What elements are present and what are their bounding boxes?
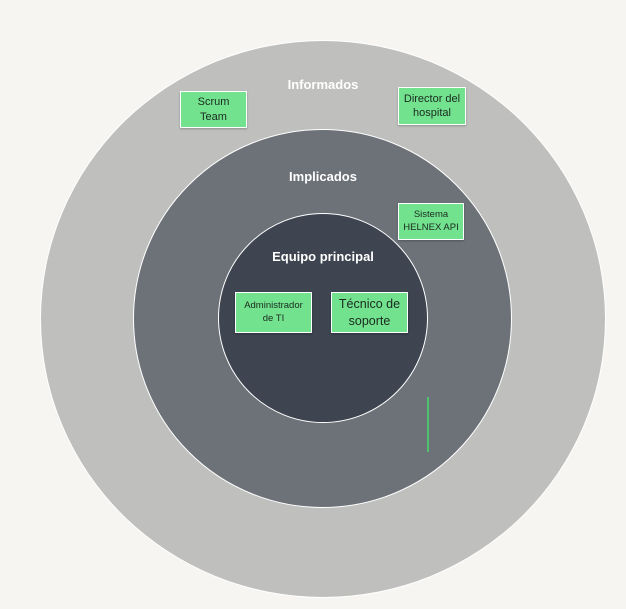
sticky-note-text: Director del hospital <box>403 92 461 119</box>
sticky-note-sistema-helnex[interactable]: Sistema HELNEX API <box>398 203 464 240</box>
sticky-note-scrum-team[interactable]: Scrum Team <box>180 91 247 128</box>
connector-line[interactable] <box>427 397 429 452</box>
sticky-note-text: Sistema HELNEX API <box>403 209 459 233</box>
sticky-note-text: Administrador de TI <box>244 300 303 324</box>
sticky-note-administrador[interactable]: Administrador de TI <box>235 292 312 333</box>
sticky-note-tecnico[interactable]: Técnico de soporte <box>331 292 408 333</box>
sticky-note-text: Scrum Team <box>197 96 230 123</box>
inner-ring-label: Equipo principal <box>272 249 374 264</box>
outer-ring-label: Informados <box>287 77 359 92</box>
middle-ring-label: Implicados <box>289 169 357 184</box>
sticky-note-director[interactable]: Director del hospital <box>398 87 466 125</box>
sticky-note-text: Técnico de soporte <box>338 297 401 328</box>
